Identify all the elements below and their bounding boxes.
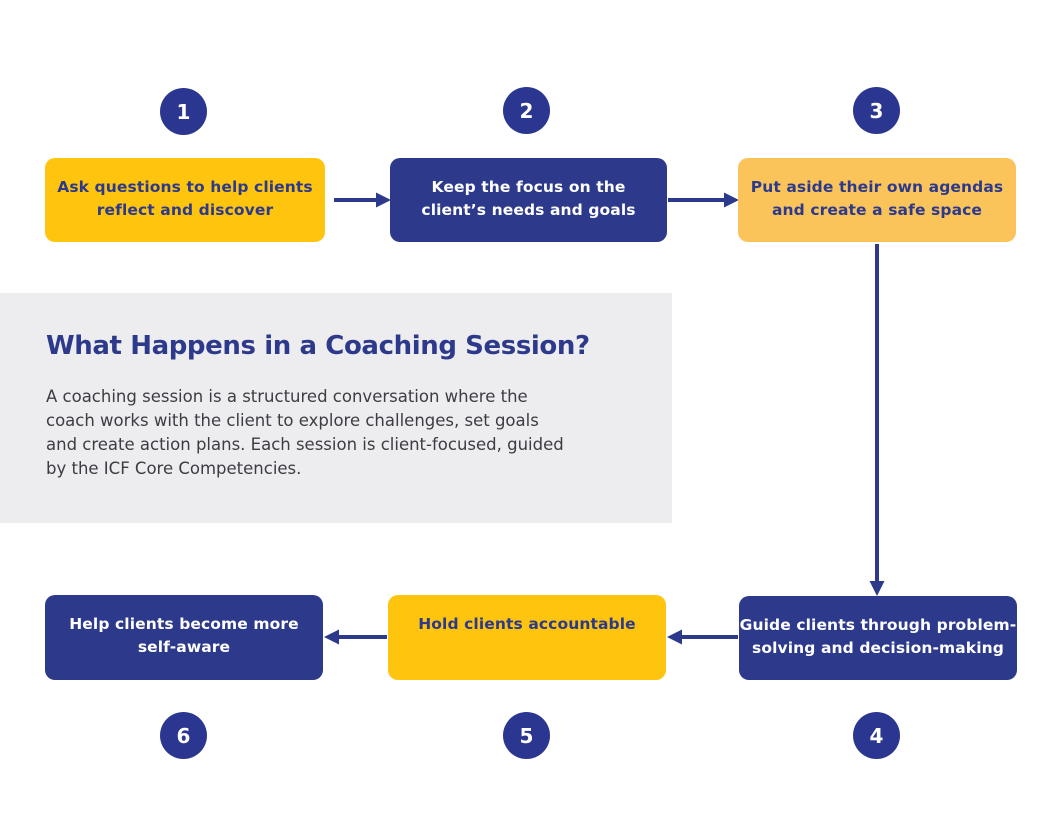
step-1-badge: 1 bbox=[160, 88, 207, 135]
panel-description: A coaching session is a structured conve… bbox=[46, 387, 564, 478]
step-3-box: Put aside their own agendas and create a… bbox=[738, 158, 1016, 242]
step-5-badge: 5 bbox=[503, 712, 550, 759]
step-1-number: 1 bbox=[176, 99, 191, 124]
step-4-badge: 4 bbox=[853, 712, 900, 759]
step-3-number: 3 bbox=[869, 98, 884, 123]
arrow-step3-step4-icon bbox=[869, 244, 885, 596]
step-2-box: Keep the focus on the client’s needs and… bbox=[390, 158, 667, 242]
step-6-box: Help clients become more self-aware bbox=[45, 595, 323, 680]
arrow-step4-step5-icon bbox=[667, 629, 738, 645]
step-5-number: 5 bbox=[519, 723, 534, 748]
step-4-number: 4 bbox=[869, 723, 884, 748]
info-panel: What Happens in a Coaching Session? A co… bbox=[0, 293, 672, 523]
step-5-box: Hold clients accountable bbox=[388, 595, 666, 680]
step-6-number: 6 bbox=[176, 723, 191, 748]
arrow-step2-step3-icon bbox=[668, 192, 739, 208]
step-6-badge: 6 bbox=[160, 712, 207, 759]
step-2-badge: 2 bbox=[503, 87, 550, 134]
step-1-box: Ask questions to help clients reflect an… bbox=[45, 158, 325, 242]
step-4-box: Guide clients through problem- solving a… bbox=[739, 596, 1017, 680]
step-3-badge: 3 bbox=[853, 87, 900, 134]
arrow-step5-step6-icon bbox=[324, 629, 387, 645]
arrow-step1-step2-icon bbox=[334, 192, 391, 208]
page-title: What Happens in a Coaching Session? bbox=[46, 331, 590, 361]
step-2-number: 2 bbox=[519, 98, 534, 123]
